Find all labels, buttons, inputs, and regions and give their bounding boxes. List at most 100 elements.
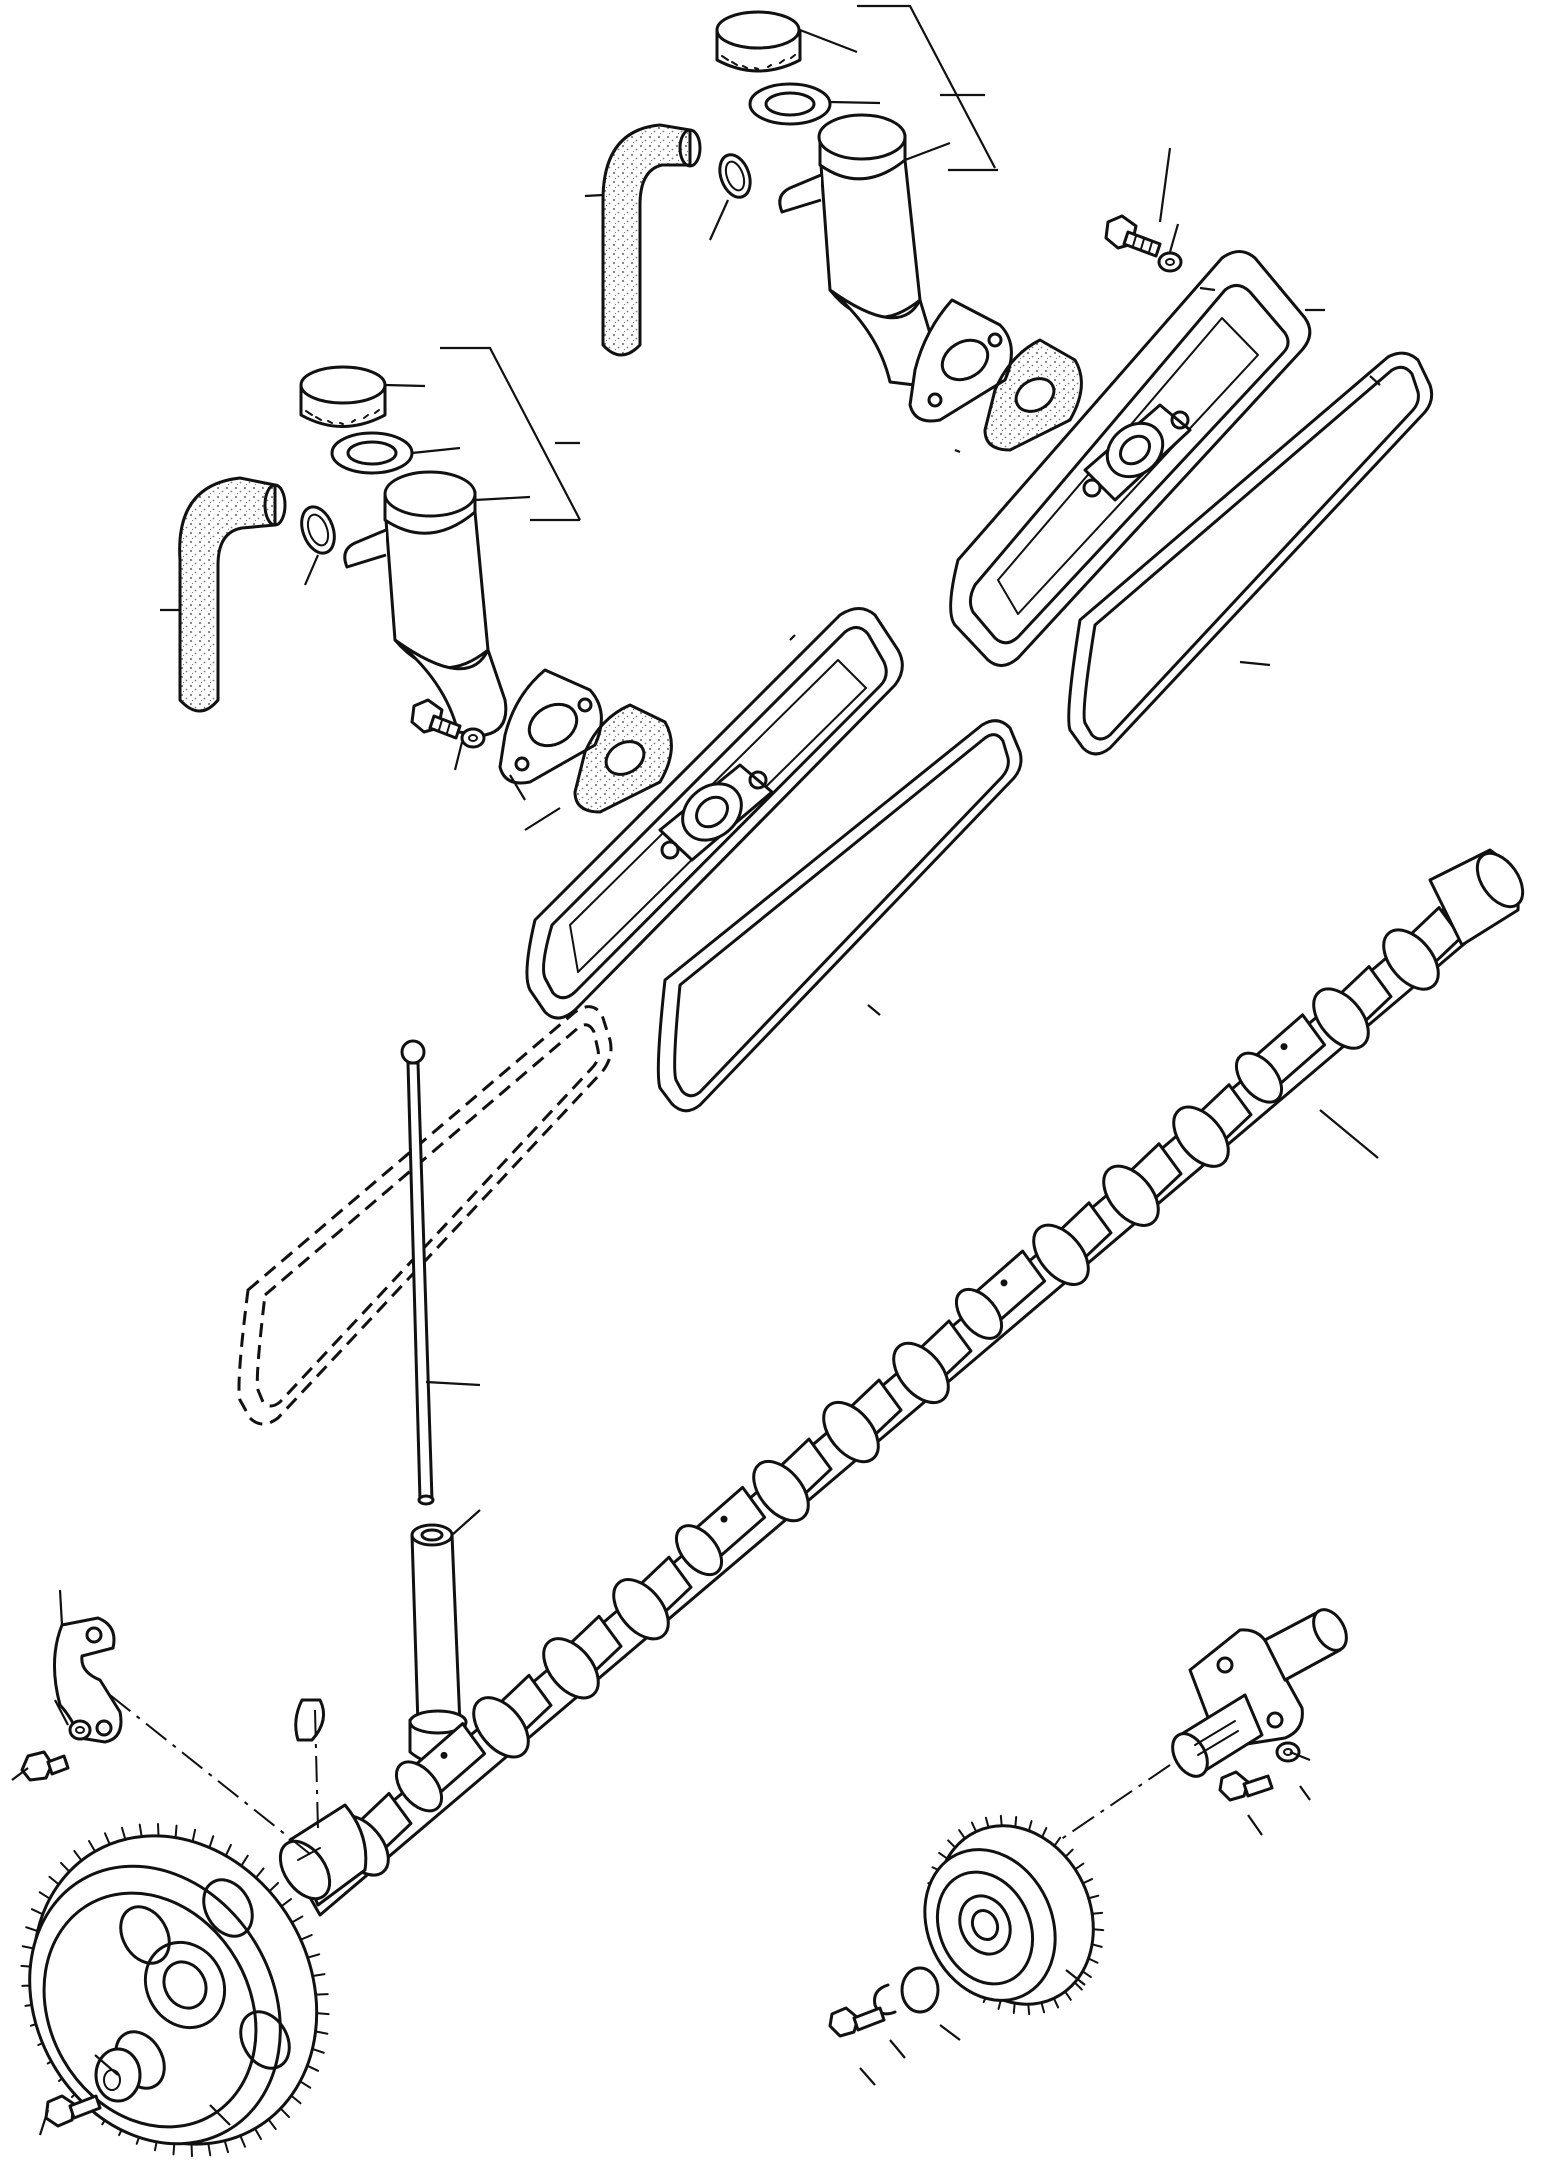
filler-gasket-lower [330, 431, 414, 475]
idler-gear-tooth [984, 1816, 990, 1829]
camshaft-gear-tooth [268, 1881, 280, 1893]
idler-gear-tooth [1081, 1878, 1094, 1885]
hose-clamp-lower [300, 505, 336, 555]
cam-lobe [1312, 965, 1393, 1050]
cam-lobe [542, 1614, 623, 1700]
camshaft-gear-tooth [223, 2139, 230, 2154]
camshaft-gear-tooth [207, 2142, 212, 2157]
lock-washer-upper [1157, 251, 1183, 273]
thrust-plate-washer [68, 1719, 92, 1741]
filler-cap-lower [299, 365, 387, 428]
idler-gear-tooth [1052, 1997, 1060, 2009]
idler-gear-tooth [1091, 1911, 1104, 1915]
idler-shaft-washer [1275, 1741, 1301, 1763]
idler-gear-tooth [1064, 1848, 1074, 1858]
filler-neck-upper [778, 113, 938, 387]
camshaft-gear-tooth [306, 1953, 321, 1959]
idler-gear-tooth [1053, 1836, 1062, 1847]
cam-lobe [472, 1673, 553, 1759]
cam-lobe [1382, 906, 1463, 991]
idler-shaft-bolt [1218, 1770, 1274, 1802]
camshaft-gear-tooth [174, 1824, 178, 1839]
idler-gear-tooth [958, 1829, 966, 1840]
bolt-upper [1104, 214, 1162, 258]
idler-gear-tooth [1073, 1981, 1083, 1991]
idler-gear-tooth [1087, 1957, 1099, 1964]
idler-gear-bolt [828, 2006, 886, 2038]
camshaft-gear-tooth [191, 1828, 197, 1843]
camshaft-gear-tooth [311, 1973, 326, 1978]
side-cover-lower [525, 607, 904, 1020]
camshaft-gear-tooth [25, 1926, 39, 1933]
cam-lobe [1102, 1142, 1183, 1227]
filler-flange-lower [498, 668, 603, 785]
hose-clamp-upper [718, 153, 752, 199]
oil-filler-assembly-lower [178, 365, 1023, 1113]
cam-lobe [892, 1319, 973, 1405]
camshaft-gear-bolt [44, 2094, 102, 2128]
idler-gear-tooth [1081, 1970, 1092, 1979]
flange-gasket-lower [573, 703, 673, 814]
bolt-lower [410, 698, 462, 740]
idler-gear-tooth [1014, 1815, 1018, 1828]
idler-gear-tooth [938, 1851, 949, 1860]
idler-gear-tooth [1040, 2001, 1046, 2014]
filler-gasket-upper [748, 82, 832, 126]
camshaft-gear-tooth [314, 2030, 329, 2035]
filler-neck-lower [343, 470, 508, 737]
filler-flange-upper [908, 298, 1013, 423]
woodruff-key [294, 1698, 326, 1742]
camshaft-front-nose [278, 1803, 368, 1907]
cam-lobe [1032, 1201, 1113, 1286]
camshaft-gear-tooth [208, 1835, 215, 1849]
oil-filler-assembly-upper [601, 10, 1434, 756]
camshaft-gear-tooth [138, 1823, 143, 1838]
camshaft-gear-tooth [239, 2134, 247, 2148]
camshaft-gear-tooth [38, 1891, 51, 1900]
push-rod [400, 1039, 435, 1506]
thrust-plate-bolt [20, 1750, 70, 1782]
idler-gear-tooth [1027, 2003, 1031, 2016]
cam-lobe [822, 1378, 903, 1464]
camshaft-gear-tooth [254, 1867, 265, 1879]
camshaft-gear-tooth [73, 1849, 83, 1862]
breather-hose-upper [601, 123, 702, 357]
idler-gear [923, 1814, 1105, 2016]
idler-gear-tooth [1087, 1894, 1100, 1900]
cam-lobe [752, 1437, 833, 1523]
side-cover-gasket-lower [656, 719, 1023, 1113]
camshaft-gear-tooth [290, 1915, 304, 1924]
filler-cap-upper [715, 10, 802, 73]
idler-gear-tooth [1091, 1943, 1103, 1948]
camshaft-gear-tooth [30, 1908, 44, 1916]
camshaft-rear-journal [1428, 848, 1525, 947]
assembly-centre-lines [109, 1694, 1171, 1859]
idler-gear-tooth [970, 1821, 978, 1833]
side-cover-upper [949, 250, 1312, 667]
flange-gasket-upper [983, 338, 1083, 452]
camshaft-gear-tooth [103, 1832, 111, 1846]
idler-gear-tooth [999, 1814, 1003, 1827]
camshaft-gear-tooth [290, 2094, 302, 2105]
idler-gear-tooth [1041, 1827, 1048, 1839]
leader-lines [11, 4, 1381, 2136]
camshaft-gear-tooth [267, 2118, 277, 2131]
camshaft-journal [954, 1249, 1047, 1340]
camshaft-journal [674, 1485, 767, 1577]
camshaft-gear-tooth [60, 1861, 71, 1873]
camshaft-gear-tooth [311, 2047, 325, 2054]
idler-gear-tooth [1074, 1862, 1085, 1871]
camshaft-gear-tooth [279, 2107, 290, 2119]
idler-gear-tooth [947, 1839, 957, 1849]
camshaft-journal [1234, 1013, 1327, 1104]
camshaft-gear-tooth [315, 2012, 330, 2016]
camshaft-journal [394, 1722, 487, 1813]
idler-gear-tooth [1064, 1990, 1072, 2001]
idler-gear-shaft [1171, 1608, 1348, 1778]
thrust-plate [53, 1616, 123, 1744]
dashed-cover-gasket [237, 1005, 613, 1426]
camshaft-gear-tooth [224, 1843, 232, 1857]
camshaft-gear-tooth [48, 1875, 60, 1886]
idler-gear-tooth [1012, 2002, 1016, 2015]
